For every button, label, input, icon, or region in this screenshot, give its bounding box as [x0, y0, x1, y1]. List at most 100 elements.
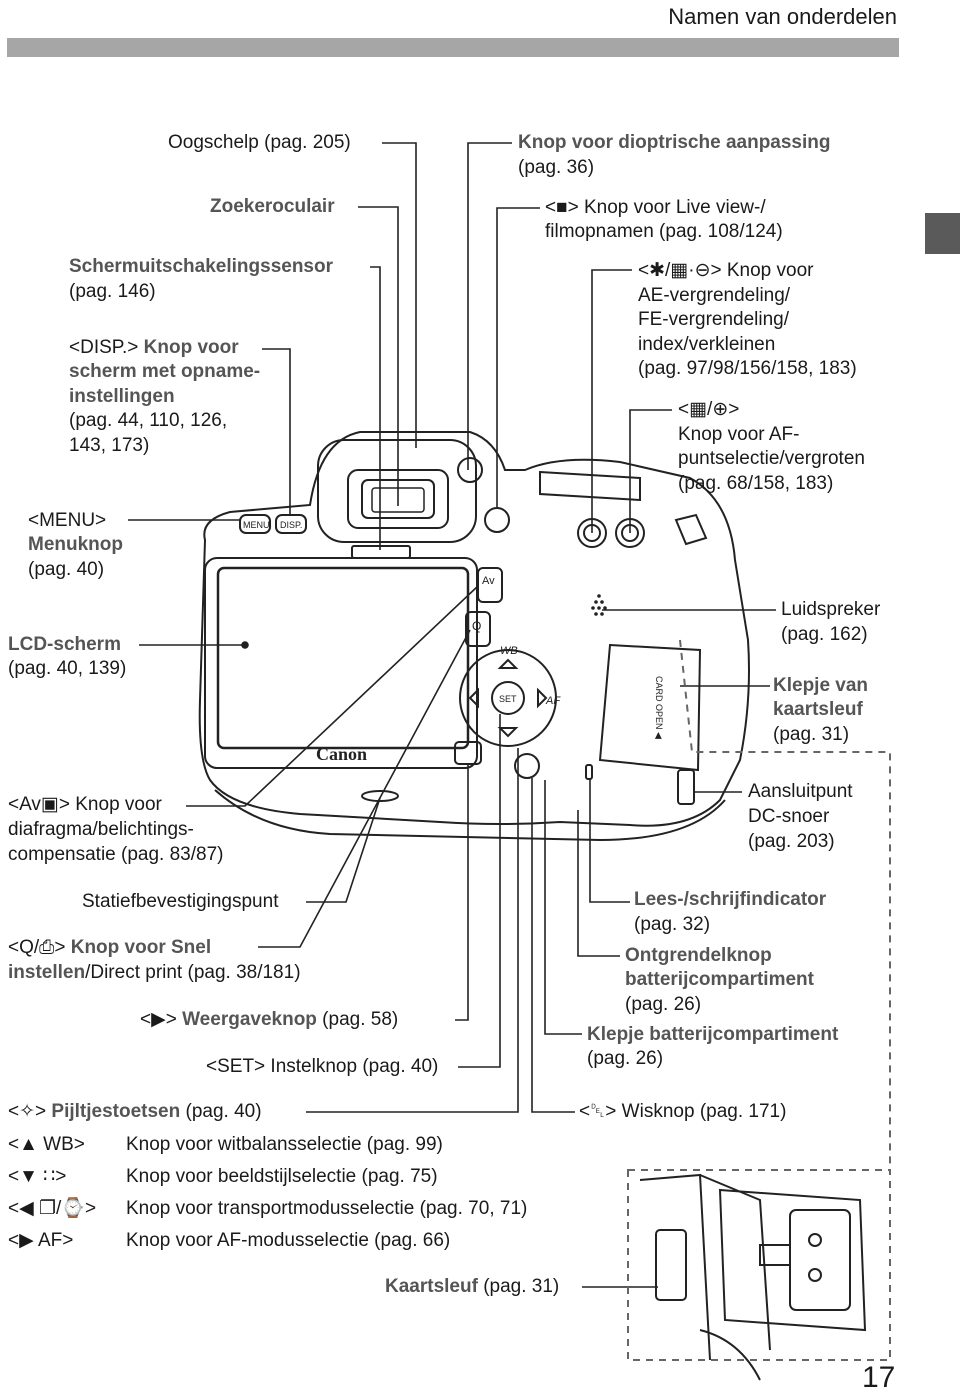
label-ae-3: FE-vergrendeling/ — [638, 309, 790, 330]
ps-symbol: <▼ ∷> — [8, 1166, 67, 1187]
label-wb: Knop voor witbalansselectie (pag. 99) — [126, 1134, 443, 1155]
q-symbol: <Q/⎙> — [8, 937, 66, 958]
svg-text:WB: WB — [500, 645, 518, 657]
camera-body — [198, 431, 750, 827]
label-luid-1: Luidspreker — [781, 599, 881, 620]
wb-symbol: <▲ WB> — [8, 1134, 85, 1155]
dc-coupler-flap — [677, 769, 695, 805]
label-lcd-2: (pag. 40, 139) — [8, 658, 127, 679]
label-ae: <✱/▦·⊖> Knop voor — [638, 260, 814, 281]
sensor-window — [351, 545, 411, 559]
access-lamp — [585, 764, 593, 780]
label-q-2: instellen/Direct print (pag. 38/181) — [8, 962, 301, 983]
tripod-socket — [361, 790, 399, 802]
svg-text:SET: SET — [499, 694, 517, 704]
camera-brand: Canon — [316, 744, 367, 764]
label-drive: Knop voor transportmodusselectie (pag. 7… — [126, 1198, 528, 1219]
card-door-dashed — [679, 639, 891, 1170]
label-ae-5: (pag. 97/98/156/158, 183) — [638, 358, 857, 379]
label-lcd-1: LCD-scherm — [8, 634, 121, 655]
label-klepje-3: (pag. 31) — [773, 724, 850, 745]
label-av: <Av▣> Knop voor — [8, 794, 162, 815]
label-menu-1: Menuknop — [28, 534, 123, 555]
wis-symbol: <␡> — [579, 1101, 617, 1122]
label-diopt-1: Knop voor dioptrische aanpassing — [518, 132, 831, 153]
label-live-2: filmopnamen (pag. 108/124) — [545, 221, 783, 242]
label-play: <▶> Weergaveknop (pag. 58) — [140, 1009, 399, 1030]
menu-symbol: <MENU> — [28, 510, 107, 531]
main-dial — [539, 470, 641, 502]
svg-text:AF: AF — [545, 695, 561, 707]
afp-symbol: <▦/⊕> — [678, 399, 740, 420]
speaker-holes — [591, 594, 607, 616]
av-button — [477, 567, 503, 603]
arrow-down — [497, 727, 519, 738]
lcd-screen — [216, 566, 470, 750]
label-ps: Knop voor beeldstijlselectie (pag. 75) — [126, 1166, 438, 1187]
label-ae-4: index/verkleinen — [638, 334, 776, 355]
label-dc-2: DC-snoer — [748, 806, 830, 827]
label-af: Knop voor AF-modusselectie (pag. 66) — [126, 1230, 451, 1251]
liveview-button — [484, 507, 510, 533]
label-klepbat-2: (pag. 26) — [587, 1048, 664, 1069]
label-set: <SET> Instelknop (pag. 40) — [206, 1056, 439, 1077]
label-afp-1: Knop voor AF- — [678, 424, 800, 445]
label-lees-1: Lees-/schrijfindicator — [634, 889, 827, 910]
arrow-up — [497, 658, 519, 669]
lcd-frame — [204, 557, 478, 769]
svg-text:CARD OPEN ◀: CARD OPEN ◀ — [654, 676, 664, 739]
label-disp: <DISP.> Knop voor — [69, 337, 239, 358]
play-symbol: <▶> — [140, 1009, 177, 1030]
label-klepbat-1: Klepje batterijcompartiment — [587, 1024, 839, 1045]
label-live: <■> Knop voor Live view-/ — [545, 197, 766, 218]
label-afp-3: (pag. 68/158, 183) — [678, 473, 834, 494]
label-zoekeroculair: Zoekeroculair — [210, 196, 335, 217]
label-disp-2: scherm met opname- — [69, 361, 261, 382]
label-klepje-2: kaartsleuf — [773, 699, 863, 720]
label-av-2: diafragma/belichtings- — [8, 819, 194, 840]
label-diopt-2: (pag. 36) — [518, 157, 595, 178]
label-schermuit-1: Schermuitschakelingssensor — [69, 256, 333, 277]
label-ontg-2: batterijcompartiment — [625, 969, 814, 990]
label-ontg-3: (pag. 26) — [625, 994, 702, 1015]
svg-text:Q: Q — [472, 619, 481, 633]
label-luid-2: (pag. 162) — [781, 624, 868, 645]
eyecup — [317, 439, 477, 543]
label-ae-2: AE-vergrendeling/ — [638, 285, 791, 306]
label-wis: <␡> Wisknop (pag. 171) — [579, 1101, 787, 1122]
label-statief: Statiefbevestigingspunt — [82, 891, 279, 912]
label-av-3: compensatie (pag. 83/87) — [8, 844, 224, 865]
label-disp-5: 143, 173) — [69, 435, 150, 456]
delete-button — [514, 753, 540, 779]
card-slot-drawing — [639, 1173, 867, 1381]
set-button — [491, 681, 525, 715]
label-afp-2: puntselectie/vergroten — [678, 448, 865, 469]
label-dc-3: (pag. 203) — [748, 831, 835, 852]
section-title: Namen van onderdelen — [668, 4, 897, 29]
live-symbol: <■> — [545, 197, 579, 218]
label-disp-4: (pag. 44, 110, 126, — [69, 410, 228, 431]
av-symbol: <Av▣> — [8, 794, 70, 815]
drive-symbol: <◀ ❐/⌚> — [8, 1198, 97, 1219]
set-symbol: <SET> — [206, 1056, 266, 1077]
q-button — [465, 611, 491, 647]
svg-text:DISP.: DISP. — [280, 520, 302, 530]
cross-symbol: <✧> — [8, 1101, 47, 1122]
svg-text:MENU: MENU — [243, 520, 270, 530]
label-klepje-1: Klepje van — [773, 675, 869, 696]
strap-lug — [674, 513, 708, 546]
arrow-left — [468, 687, 479, 709]
label-menu-2: (pag. 40) — [28, 559, 105, 580]
header-bar — [7, 38, 899, 57]
label-cross: <✧> Pijltjestoetsen (pag. 40) — [8, 1101, 262, 1122]
arrow-right — [537, 687, 548, 709]
label-dc-1: Aansluitpunt — [748, 781, 853, 802]
camera-body-lower — [214, 789, 726, 842]
page-number: 17 — [862, 1361, 896, 1394]
label-q: <Q/⎙> Knop voor Snel — [8, 937, 212, 958]
diopter-knob — [457, 457, 483, 483]
label-disp-3: instellingen — [69, 386, 175, 407]
svg-text:Av: Av — [482, 575, 495, 587]
label-lees-2: (pag. 32) — [634, 914, 711, 935]
